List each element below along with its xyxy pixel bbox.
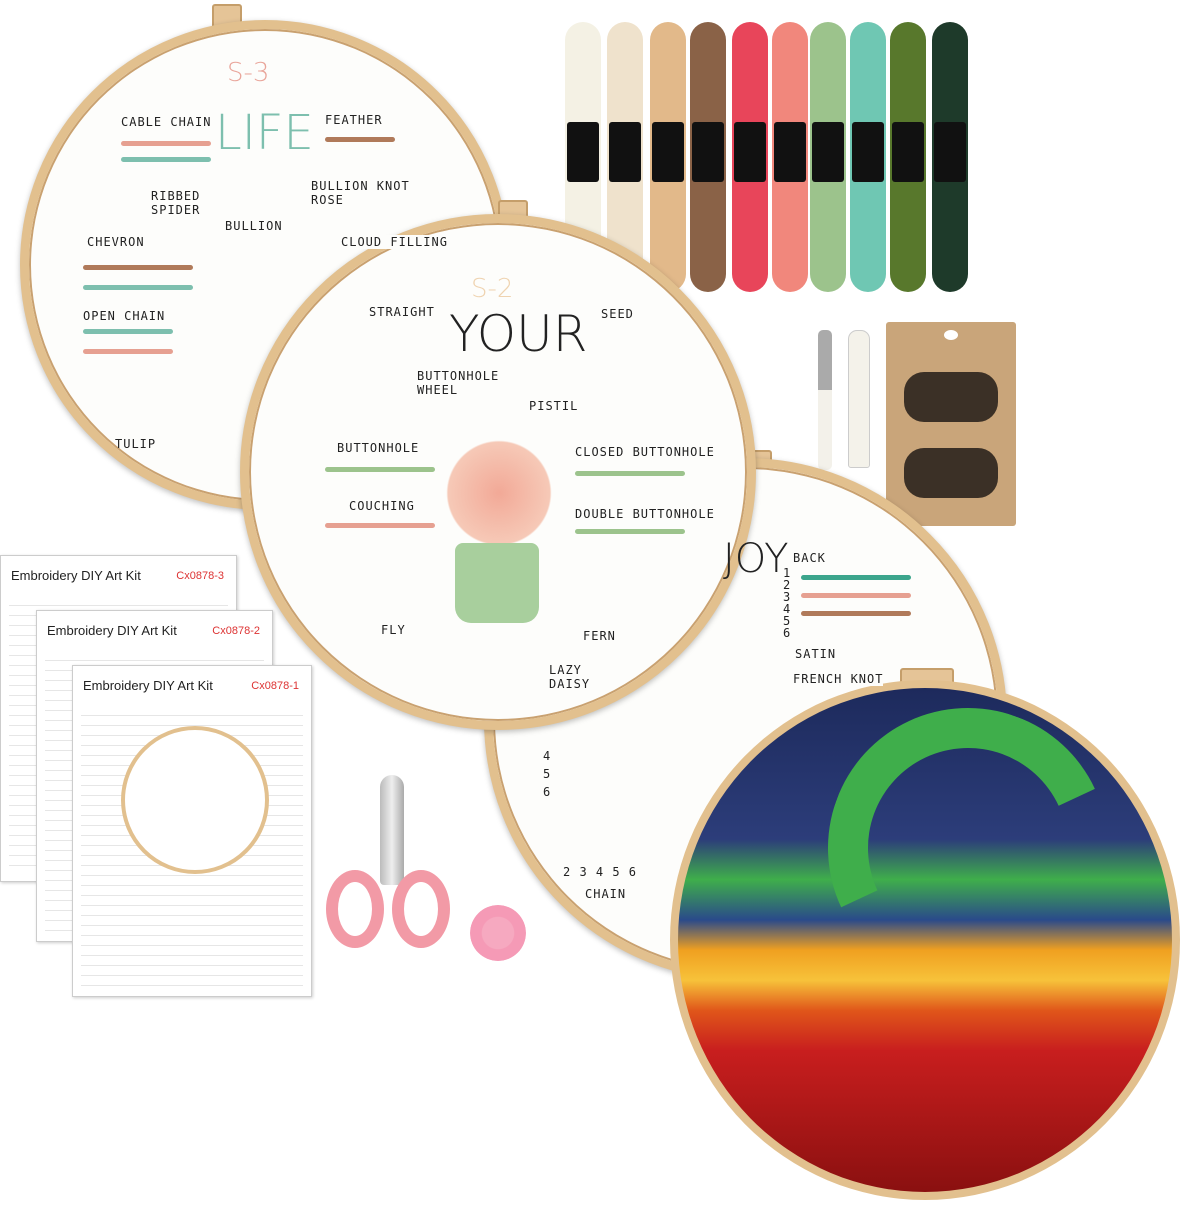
stitch-label: FLY — [381, 623, 406, 637]
stitch-label: CLOUD FILLING — [341, 235, 448, 249]
hoop-s2: S-2 YOUR STRAIGHT SEED BUTTONHOLE WHEEL … — [240, 214, 756, 730]
sheet-code: Cx0878-1 — [251, 680, 299, 692]
aurora-embroidery-hoop — [670, 680, 1180, 1200]
hoop-word: LIFE — [215, 105, 314, 161]
stitch-label: FERN — [583, 629, 616, 643]
stitch-label: 2 3 4 5 6 — [563, 865, 638, 879]
stitch-label: DOUBLE BUTTONHOLE — [575, 507, 715, 521]
stitch-label: BULLION KNOT ROSE — [311, 179, 410, 207]
stitch-label: FEATHER — [325, 113, 383, 127]
hoop-number: S-2 — [471, 274, 514, 304]
stitch-label: BULLION — [225, 219, 283, 233]
seam-ripper — [818, 330, 832, 470]
stitch-label: SATIN — [795, 647, 837, 661]
stitch-label: 1 2 3 4 5 6 — [783, 566, 792, 640]
stitch-label: CHEVRON — [87, 235, 145, 249]
stitch-label: BUTTONHOLE — [337, 441, 420, 455]
stitch-label: PISTIL — [529, 399, 579, 413]
chalk — [848, 330, 870, 468]
stitch-label: RIBBED SPIDER — [151, 189, 201, 217]
watering-can — [455, 543, 539, 623]
stitch-label: FRENCH KNOT — [793, 672, 884, 686]
stitch-label: BACK — [793, 551, 826, 565]
needle-card — [886, 322, 1016, 526]
sheet-title: Embroidery DIY Art Kit — [83, 678, 213, 693]
sheet-title: Embroidery DIY Art Kit — [11, 568, 141, 583]
hoop-word: YOUR — [449, 305, 588, 363]
watering-can-bouquet — [439, 433, 559, 553]
stitch-label: OPEN CHAIN — [83, 309, 166, 323]
stitch-label: SEED — [601, 307, 634, 321]
hoop-number: S-3 — [227, 58, 270, 88]
sheet-code: Cx0878-3 — [176, 570, 224, 582]
stitch-label: CHAIN — [585, 887, 627, 901]
hoop-word: JOY — [723, 536, 789, 582]
scissors-handle — [326, 870, 384, 948]
stitch-label: TULIP — [115, 437, 157, 451]
sheet-code: Cx0878-2 — [212, 625, 260, 637]
stitch-label: LAZY DAISY — [549, 663, 591, 691]
scissors — [380, 775, 404, 885]
stitch-label: 4 5 6 — [543, 749, 552, 799]
stitch-label: BUTTONHOLE WHEEL — [417, 369, 500, 397]
stitch-label: STRAIGHT — [369, 305, 435, 319]
instruction-sheet: Embroidery DIY Art Kit Cx0878-1 — [72, 665, 312, 997]
needle-threader — [470, 905, 526, 961]
sheet-title: Embroidery DIY Art Kit — [47, 623, 177, 638]
stitch-label: CLOSED BUTTONHOLE — [575, 445, 715, 459]
scissors-handle — [392, 870, 450, 948]
stitch-label: CABLE CHAIN — [121, 115, 212, 129]
stitch-label: COUCHING — [349, 499, 415, 513]
